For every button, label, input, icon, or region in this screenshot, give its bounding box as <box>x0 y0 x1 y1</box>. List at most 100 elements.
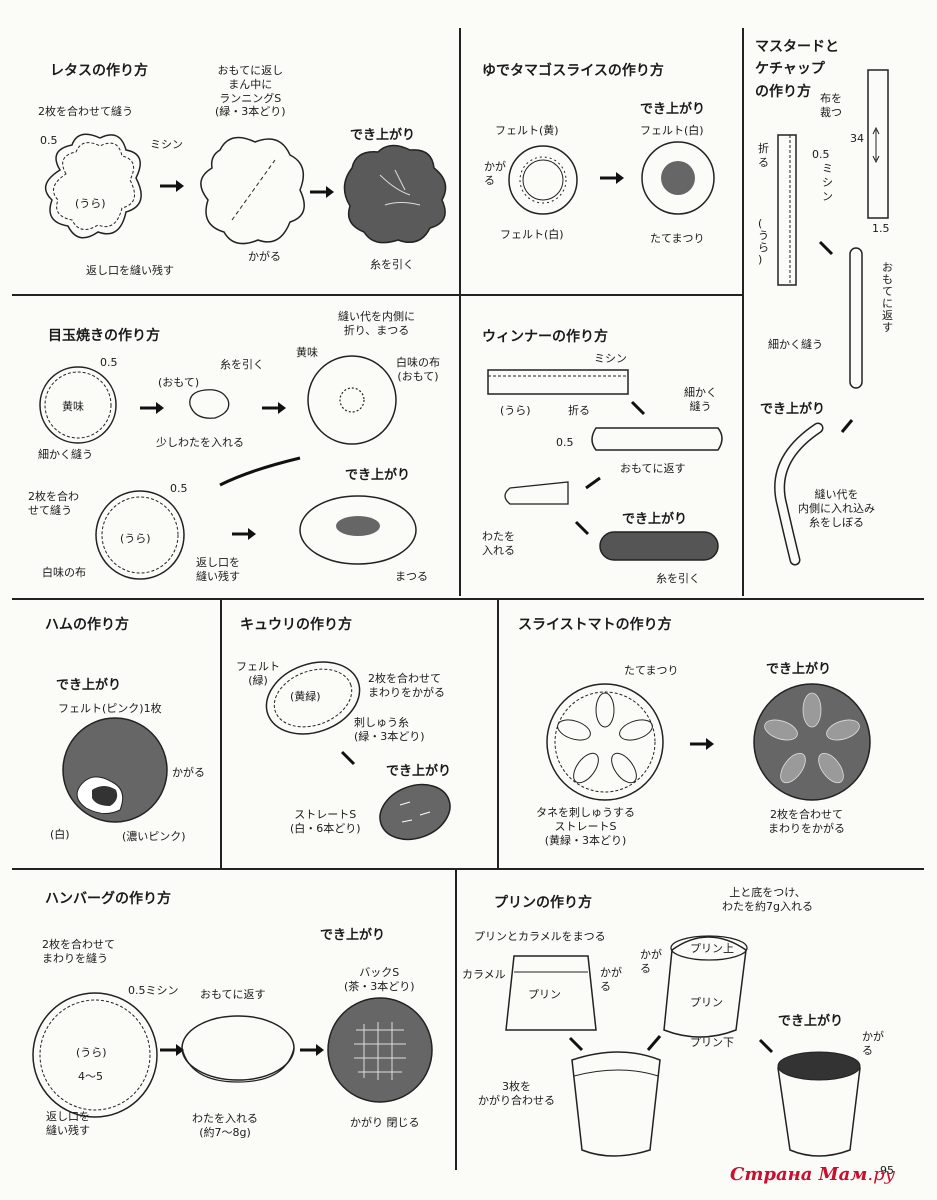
fried-sew2: 2枚を合わ せて縫う <box>28 490 79 517</box>
mustard-cut: 布を 裁つ <box>820 92 842 119</box>
tomato-tate: たてまつり <box>624 664 679 677</box>
lettuce-ura: (うら) <box>75 197 106 210</box>
divider <box>220 600 222 868</box>
divider <box>459 28 461 596</box>
pudding-top-label: プリン上 <box>690 942 734 955</box>
hamburg-turn: おもてに返す <box>200 988 266 1001</box>
fried-0.5b: 0.5 <box>170 482 188 495</box>
hamburg-ura: (うら) <box>76 1046 107 1059</box>
watermark-main: Страна Мам <box>730 1164 868 1185</box>
fried-matsuru: まつる <box>395 570 428 583</box>
divider <box>12 598 924 600</box>
pudding-done: でき上がり <box>778 1014 844 1029</box>
mustard-machine: ミ シ ン <box>822 162 833 203</box>
wiener-cotton: わたを 入れる <box>482 530 515 557</box>
wiener-fine: 細かく 縫う <box>684 386 717 413</box>
pudding-caramel: カラメル <box>462 968 506 981</box>
pudding-kagaru2: かが る <box>640 948 662 975</box>
lettuce-sew: 2枚を合わせて縫う <box>38 105 133 118</box>
hamburg-close: かがり 閉じる <box>350 1116 420 1129</box>
fried-cotton: 少しわたを入れる <box>156 436 244 449</box>
lettuce-pull: 糸を引く <box>370 258 414 271</box>
wiener-pull: 糸を引く <box>656 572 700 585</box>
hamburg-4-5: 4〜5 <box>78 1070 103 1083</box>
fried-yolk2: 黄味 <box>296 346 318 359</box>
fried-leave: 返し口を 縫い残す <box>196 556 240 583</box>
lettuce-0.5: 0.5 <box>40 134 58 147</box>
wiener-fold: 折る <box>568 404 590 417</box>
hamburg-leave: 返し口を 縫い残す <box>46 1110 90 1137</box>
egg-title: ゆでタマゴスライスの作り方 <box>482 63 664 79</box>
fried-white-cloth: 白味の布 (おもて) <box>396 356 440 383</box>
lettuce-done: でき上がり <box>350 128 416 143</box>
pudding-caramel-sew: プリンとカラメルをまつる <box>474 930 606 943</box>
mustard-0.5: 0.5 <box>812 148 830 161</box>
lettuce-kagaru: かがる <box>248 250 281 263</box>
fried-title: 目玉焼きの作り方 <box>48 328 160 344</box>
watermark: Страна Мам.ру <box>730 1164 895 1185</box>
watermark-suffix: .ру <box>867 1164 896 1185</box>
egg-felt-white: フェルト(白) <box>500 228 564 241</box>
mustard-title: マスタードと ケチャップ の作り方 <box>755 39 839 100</box>
ham-kagaru: かがる <box>172 766 205 779</box>
hamburg-machine: 0.5ミシン <box>128 984 179 997</box>
wiener-turn: おもてに返す <box>620 462 686 475</box>
lettuce-machine: ミシン <box>150 138 183 151</box>
wiener-ura: (うら) <box>500 404 531 417</box>
fried-0.5: 0.5 <box>100 356 118 369</box>
mustard-fine: 細かく縫う <box>768 338 823 351</box>
mustard-turn: お も て に 返 す <box>882 261 893 335</box>
hamburg-title: ハンバーグの作り方 <box>45 891 171 907</box>
mustard-done: でき上がり <box>760 402 826 417</box>
pudding-kagaru3: かが る <box>862 1030 884 1057</box>
cucumber-title: キュウリの作り方 <box>240 617 352 633</box>
fried-omote: (おもて) <box>158 376 200 389</box>
cucumber-yellowgreen: (黄緑) <box>290 690 321 703</box>
divider <box>455 870 457 1170</box>
wiener-done: でき上がり <box>622 512 688 527</box>
egg-felt-white-right: フェルト(白) <box>640 124 704 137</box>
mustard-1.5: 1.5 <box>872 222 890 235</box>
tomato-sew: 2枚を合わせて まわりをかがる <box>768 808 845 835</box>
cucumber-thread: 刺しゅう糸 (緑・3本どり) <box>354 716 425 743</box>
divider <box>497 600 499 868</box>
lettuce-running: おもてに返し まん中に ランニングS (緑・3本どり) <box>215 64 286 119</box>
divider <box>742 28 744 596</box>
fried-fold: 縫い代を内側に 折り、まつる <box>338 310 415 337</box>
fried-yolk: 黄味 <box>62 400 84 413</box>
cucumber-done: でき上がり <box>386 764 452 779</box>
pudding-kagaru: かが る <box>600 966 622 993</box>
pudding-three: 3枚を かがり合わせる <box>478 1080 555 1107</box>
hamburg-back: バックS (茶・3本どり) <box>344 966 415 993</box>
pudding-pudding2: プリン <box>690 996 723 1009</box>
hamburg-done: でき上がり <box>320 928 386 943</box>
egg-tate: たてまつり <box>650 232 705 245</box>
fried-pull: 糸を引く <box>220 358 264 371</box>
ham-felt: フェルト(ピンク)1枚 <box>58 702 162 715</box>
cucumber-felt: フェルト (緑) <box>236 660 280 687</box>
pudding-bottom: プリン下 <box>690 1036 734 1049</box>
wiener-0.5: 0.5 <box>556 436 574 449</box>
mustard-34: 34 <box>850 132 864 145</box>
ham-done: でき上がり <box>56 678 122 693</box>
egg-felt-yellow: フェルト(黄) <box>495 124 559 137</box>
wiener-machine: ミシン <box>594 352 627 365</box>
mustard-ura: ( う ら ) <box>758 217 769 267</box>
divider <box>12 294 743 296</box>
pudding-title: プリンの作り方 <box>494 895 592 911</box>
hamburg-sew: 2枚を合わせて まわりを縫う <box>42 938 115 965</box>
fried-fine: 細かく縫う <box>38 448 93 461</box>
cucumber-straight: ストレートS (白・6本どり) <box>290 808 361 835</box>
wiener-title: ウィンナーの作り方 <box>482 329 608 345</box>
lettuce-leave: 返し口を縫い残す <box>86 264 174 277</box>
page-number: 95 <box>880 1164 894 1177</box>
